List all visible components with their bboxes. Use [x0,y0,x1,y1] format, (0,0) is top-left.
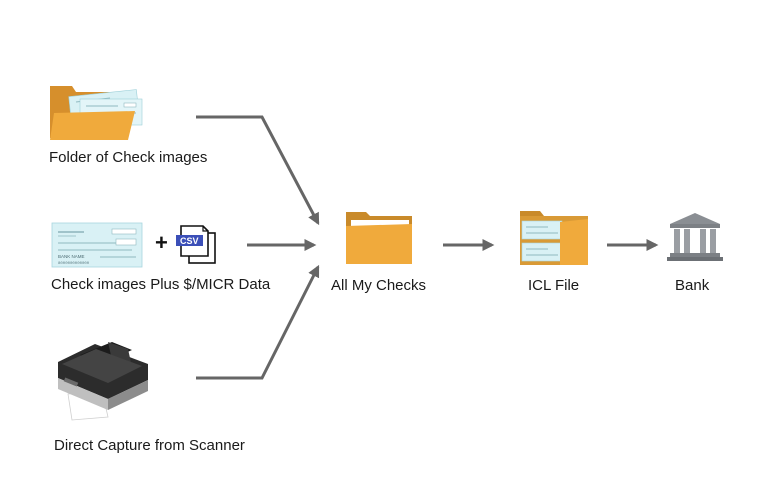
scanner-icon [58,342,148,421]
source-label-folder: Folder of Check images [49,149,208,166]
check-image-icon: BANK NAME 8000000000000 [51,222,143,268]
source-label-checks: Check images Plus $/MICR Data [51,276,271,293]
check-payee-text: BANK NAME [58,254,85,259]
node-label-icl-file: ICL File [528,277,580,294]
icl-folder-icon [520,211,588,265]
plus-sign: + [155,230,168,255]
arrow-scanner-to-all [196,264,320,380]
source-label-scanner: Direct Capture from Scanner [54,437,245,454]
csv-file-icon: CSV [176,225,216,264]
node-label-bank: Bank [675,277,710,294]
arrow-folder-to-all [196,115,320,226]
csv-badge: CSV [180,236,199,246]
folder-icon [346,212,412,264]
node-label-all-my-checks: All My Checks [331,277,427,294]
check-micr-line: 8000000000000 [58,262,90,266]
check-folder-icon [50,86,143,140]
bank-icon [667,213,723,261]
flow-arrows [196,115,659,380]
